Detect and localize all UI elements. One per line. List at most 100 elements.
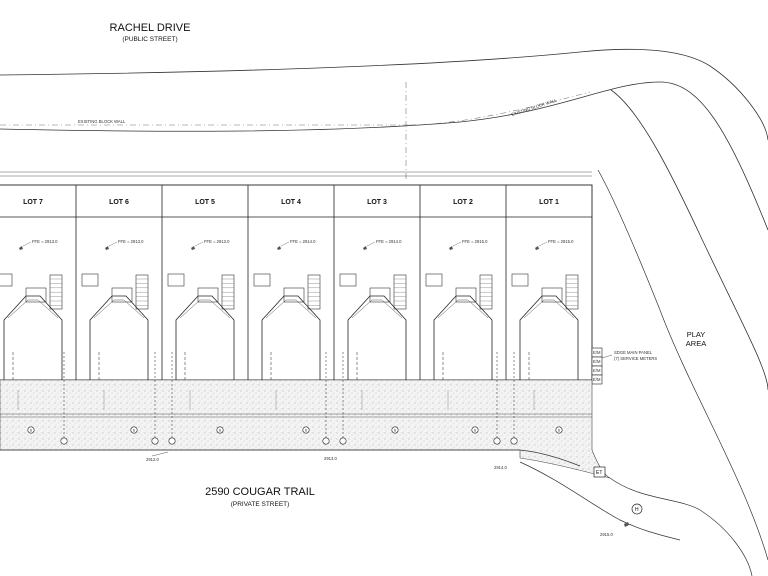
water-meter-icon <box>339 437 347 445</box>
meter-note-line2: (7) SERVICE METERS <box>614 356 657 361</box>
water-meter-icon <box>510 437 518 445</box>
ffe-marker-icon <box>191 246 195 250</box>
building-footprint <box>261 295 321 380</box>
building-footprint <box>89 295 149 380</box>
patio <box>511 273 529 287</box>
stair <box>135 274 149 310</box>
sewer-cleanout-icon: S <box>219 428 222 432</box>
water-meter-icon <box>60 437 68 445</box>
meter-box-3-label: E/M <box>593 368 601 373</box>
sewer-cleanout-icon: S <box>558 428 561 432</box>
sewer-cleanout-icon <box>27 426 35 434</box>
building-roof-line <box>265 299 317 319</box>
building-roof-line <box>351 299 403 319</box>
drive-return <box>609 477 753 576</box>
spot-elev-3: 2914.0 <box>494 465 507 470</box>
ffe-marker-icon <box>105 246 109 250</box>
building-footprint <box>433 295 493 380</box>
existing-block-wall-right <box>409 91 591 126</box>
right-curb-line <box>610 89 768 391</box>
sewer-cleanout-icon <box>130 426 138 434</box>
stair <box>393 274 407 310</box>
building-roof-line <box>7 299 59 319</box>
sewer-cleanout-icon <box>216 426 224 434</box>
ffe-leader <box>108 241 118 247</box>
porch <box>25 287 47 303</box>
stair <box>479 274 493 310</box>
cul-de-sac-edge <box>597 169 768 561</box>
lot-strip-frame <box>0 184 593 381</box>
ffe-marker-icon <box>19 246 23 250</box>
hydrant-circle <box>631 503 643 515</box>
curb-return <box>519 449 581 467</box>
meter-box-1-label: E/M <box>593 350 601 355</box>
patio <box>425 273 443 287</box>
porch <box>369 287 391 303</box>
ffe-leader <box>538 241 548 247</box>
rachel-drive-edge-bottom <box>0 81 768 231</box>
meter-note-line1: SDGE MAIN PANEL <box>614 350 653 355</box>
sewer-cleanout-icon <box>471 426 479 434</box>
rachel-drive-title: RACHEL DRIVE <box>110 22 191 34</box>
water-meter-icon <box>493 437 501 445</box>
lot-label: LOT 7 <box>23 199 43 206</box>
building-footprint <box>347 295 407 380</box>
lot-2: LOT 2 FFE = 2915.0 <box>419 185 493 430</box>
sewer-cleanout-icon: S <box>474 428 477 432</box>
ffe-marker-icon <box>449 246 453 250</box>
building-footprint <box>519 295 579 380</box>
lot-label: LOT 2 <box>453 199 473 206</box>
lot-label: LOT 3 <box>367 199 387 206</box>
meter-box-2-label: E/M <box>593 359 601 364</box>
drive-return-2 <box>519 461 681 541</box>
water-meter-icon <box>151 437 159 445</box>
sewer-cleanout-icon: S <box>305 428 308 432</box>
cougar-trail-subtitle: (PRIVATE STREET) <box>231 501 290 508</box>
building-footprint <box>175 295 235 380</box>
spot-elev-4: 2915.0 <box>600 532 613 537</box>
ffe-label: FFE = 2913.0 <box>32 239 58 244</box>
ffe-leader <box>280 241 290 247</box>
stair <box>49 274 63 310</box>
porch <box>283 287 305 303</box>
patio <box>167 273 185 287</box>
block-wall-label-right: EXISTING BLOCK WALL <box>511 97 558 117</box>
ffe-label: FFE = 2913.0 <box>118 239 144 244</box>
building-footprint <box>3 295 63 380</box>
ffe-leader <box>194 241 204 247</box>
spot-elev-1-leader <box>151 451 169 457</box>
patio <box>81 273 99 287</box>
patio <box>339 273 357 287</box>
stair <box>307 274 321 310</box>
block-wall-label-left: EXISTING BLOCK WALL <box>78 119 126 124</box>
hydrant-label: H <box>635 507 639 513</box>
sewer-cleanout-icon: S <box>133 428 136 432</box>
cougar-trail-title: 2590 COUGAR TRAIL <box>205 486 315 498</box>
lot-6: LOT 6 FFE = 2913.0 <box>75 185 149 430</box>
porch <box>541 287 563 303</box>
ffe-leader <box>366 241 376 247</box>
ffe-leader <box>22 241 32 247</box>
meter-boxes: E/M E/M E/M E/M <box>591 347 603 385</box>
patio <box>0 273 13 287</box>
porch <box>455 287 477 303</box>
building-roof-line <box>437 299 489 319</box>
play-area-line2: AREA <box>686 339 706 348</box>
ffe-marker-icon <box>277 246 281 250</box>
lot-label: LOT 1 <box>539 199 559 206</box>
spot-elev-2: 2913.0 <box>324 456 337 461</box>
water-meter-icon <box>322 437 330 445</box>
sewer-cleanout-icon: S <box>30 428 33 432</box>
et-box <box>593 466 606 478</box>
ffe-label: FFE = 2915.0 <box>462 239 488 244</box>
play-area-line1: PLAY <box>687 330 706 339</box>
lot-label: LOT 6 <box>109 199 129 206</box>
ffe-label: FFE = 2915.0 <box>548 239 574 244</box>
stair <box>221 274 235 310</box>
porch <box>111 287 133 303</box>
hydrant-symbol <box>624 522 629 527</box>
et-box-label: ET <box>596 470 602 476</box>
sewer-cleanout-icon <box>555 426 563 434</box>
